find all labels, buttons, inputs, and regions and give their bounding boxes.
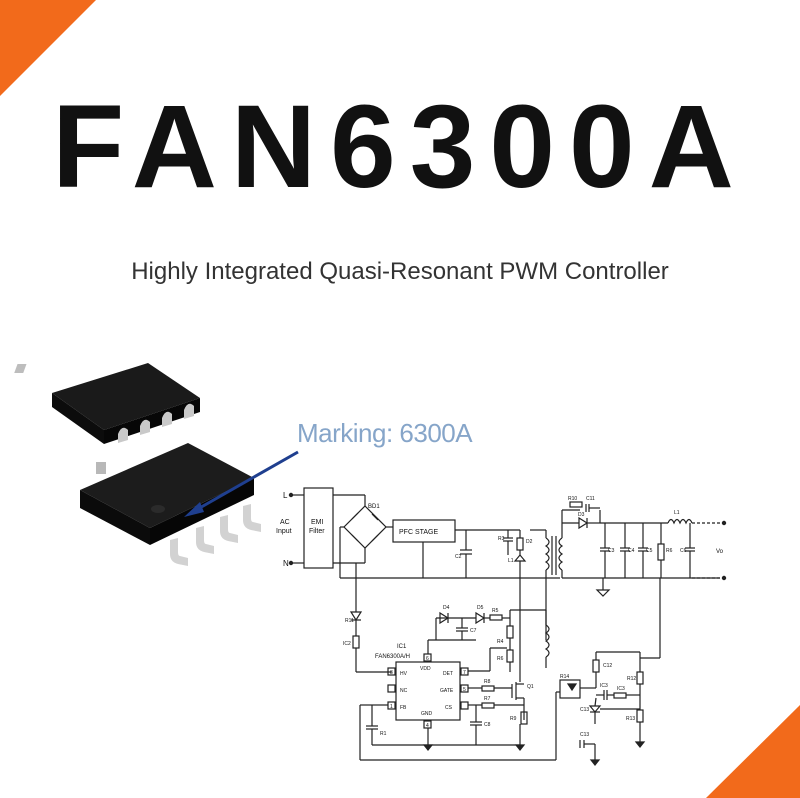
ic-pin-vdd: VDD: [420, 666, 431, 672]
pfc-stage-label: PFC STAGE: [399, 529, 438, 536]
pin-num-6: 6: [426, 656, 429, 662]
label-c3: C3: [608, 548, 615, 554]
ic-pin-gate: GATE: [440, 688, 454, 694]
label-r10: R10: [568, 496, 577, 502]
label-c6: C6: [680, 548, 687, 554]
label-c11: C11: [586, 496, 595, 502]
output-capacitors: C3 C4 C5 R6 C6: [600, 523, 695, 578]
label-c7: C7: [470, 628, 477, 634]
ic-ref: IC1: [397, 644, 407, 650]
label-r12: R12: [627, 676, 636, 682]
ic-pin-gnd: GND: [421, 711, 433, 717]
label-c4: C4: [628, 548, 635, 554]
marking-label: Marking: 6300A: [297, 418, 473, 448]
label-c5: C5: [646, 548, 653, 554]
label-r3: D2: [526, 539, 533, 545]
label-r1: IC2: [343, 641, 351, 647]
emi-filter-label-1: EMI: [311, 519, 324, 526]
label-l1: L1: [674, 510, 680, 516]
label-q1: Q1: [527, 684, 534, 690]
label-r11: C12: [603, 663, 612, 669]
label-r13: R13: [626, 716, 635, 722]
ac-input-label-2: Input: [276, 528, 292, 535]
bridge-label: BD1: [368, 504, 380, 510]
product-subtitle: Highly Integrated Quasi-Resonant PWM Con…: [131, 258, 669, 285]
line-label-l: L: [283, 491, 288, 500]
label-d3: D3: [578, 512, 585, 518]
pin-num-8: 8: [390, 670, 393, 676]
ic-pin-det: DET: [443, 671, 453, 677]
label-d2: L1: [508, 558, 514, 564]
pin-num-5: 5: [463, 687, 466, 693]
ac-input-label-1: AC: [280, 519, 290, 526]
label-r6b: R6: [497, 656, 504, 662]
label-c2: R3: [498, 536, 505, 542]
label-r9: R9: [510, 716, 517, 722]
ic-part: FAN6300A/H: [375, 654, 410, 660]
emi-filter-label-2: Filter: [309, 528, 325, 535]
label-d1: R11: [345, 618, 354, 624]
label-ic3: C13: [580, 707, 589, 713]
label-r4: R4: [497, 639, 504, 645]
label-r14: IC3: [617, 686, 625, 692]
label-ic2: R14: [560, 674, 569, 680]
label-c12: IC3: [600, 683, 608, 689]
mosfet-q1: Q1: [511, 600, 534, 720]
controller-ic: IC1 FAN6300A/H HV NC FB VDD DET GATE CS …: [375, 644, 469, 729]
ic-pin-nc: NC: [400, 688, 408, 694]
line-label-n: N: [283, 559, 289, 568]
label-r6: R6: [666, 548, 673, 554]
ic-pin-hv: HV: [400, 671, 408, 677]
label-d4: D4: [443, 605, 450, 611]
label-r8: R8: [484, 679, 491, 685]
output-voltage-label: Vo: [716, 549, 724, 555]
ic-pin-cs: CS: [445, 705, 453, 711]
label-c9: R1: [380, 731, 387, 737]
label-d5: D5: [477, 605, 484, 611]
soic8-chip-back: [14, 363, 200, 444]
ic-pin-fb: FB: [400, 705, 407, 711]
label-c1: C2: [455, 554, 462, 560]
label-c8: C8: [484, 722, 491, 728]
pin-num-1: 1: [390, 704, 393, 710]
label-r5: R5: [492, 608, 499, 614]
label-r7: R7: [484, 696, 491, 702]
pin-num-7: 7: [463, 670, 466, 676]
pin-num-4: 4: [426, 723, 429, 729]
marking-arrow: [184, 450, 299, 517]
label-c13: C13: [580, 732, 589, 738]
product-title: FAN6300A: [52, 81, 748, 213]
